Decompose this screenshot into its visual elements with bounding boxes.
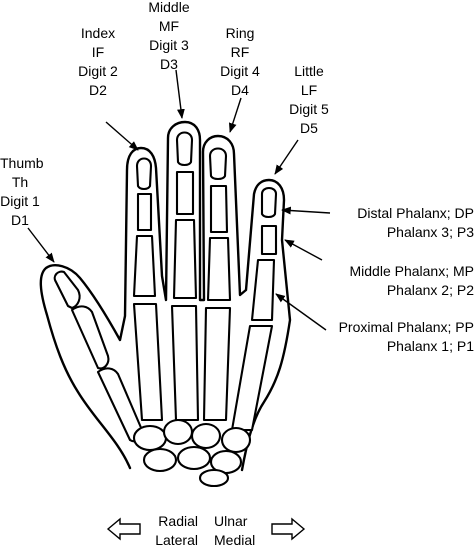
hand-outline [39,120,292,472]
proximal-phalanx-label: Proximal Phalanx; PP Phalanx 1; P1 [338,319,474,354]
ring-bones [202,147,232,422]
distal-phalanx-label: Distal Phalanx; DP Phalanx 3; P3 [357,205,474,240]
index-bones [132,157,164,422]
middle-label: Middle MF Digit 3 D3 [148,0,190,72]
ring-label: Ring RF Digit 4 D4 [220,25,260,98]
carpal-bones [132,418,252,488]
radial-label: Radial Lateral [155,513,198,548]
radial-arrow [106,517,141,541]
thumb-bones [53,270,144,443]
little-bones [230,186,278,432]
ulnar-label: Ulnar Medial [214,513,256,548]
middle-phalanx-label: Middle Phalanx; MP Phalanx 2; P2 [349,263,474,298]
index-label: Index IF Digit 2 D2 [78,25,118,98]
little-label: Little LF Digit 5 D5 [289,63,329,136]
thumb-label: Thumb Th Digit 1 D1 [0,155,44,228]
digit-arrows [27,69,299,263]
phalanx-arrows [275,206,331,331]
middle-bones [170,131,200,422]
ulnar-arrow [271,517,306,541]
